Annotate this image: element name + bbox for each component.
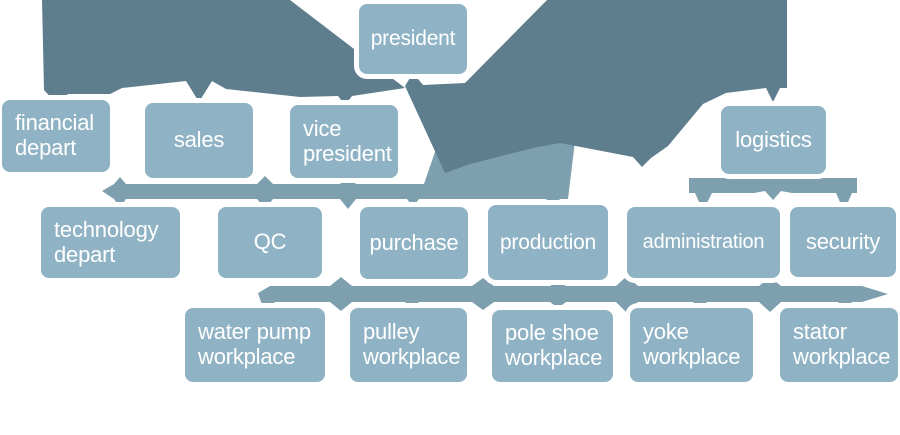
connector-band-row3-row4 (258, 276, 888, 313)
org-box-sales: sales (145, 103, 253, 178)
org-box-security: security (790, 207, 896, 277)
org-box-vice-president: vice president (290, 105, 398, 178)
org-box-water-pump-workplace: water pump workplace (185, 308, 325, 382)
org-box-logistics: logistics (721, 106, 826, 174)
org-box-production: production (488, 205, 608, 280)
org-box-yoke-workplace: yoke workplace (630, 308, 753, 382)
connector-fan-top-left (42, 0, 405, 105)
org-box-stator-workplace: stator workplace (780, 308, 898, 382)
org-box-financial-depart: financial depart (2, 100, 110, 172)
org-box-president: president (359, 4, 467, 74)
org-box-qc: QC (218, 207, 322, 278)
org-box-purchase: purchase (360, 207, 468, 279)
connector-logistics-arrows (689, 170, 857, 211)
connector-fan-top-right (405, 0, 787, 173)
org-box-technology-depart: technology depart (41, 207, 180, 278)
org-box-pole-shoe-workplace: pole shoe workplace (492, 310, 613, 382)
org-box-administration: administration (627, 207, 780, 278)
org-box-pulley-workplace: pulley workplace (350, 308, 467, 382)
